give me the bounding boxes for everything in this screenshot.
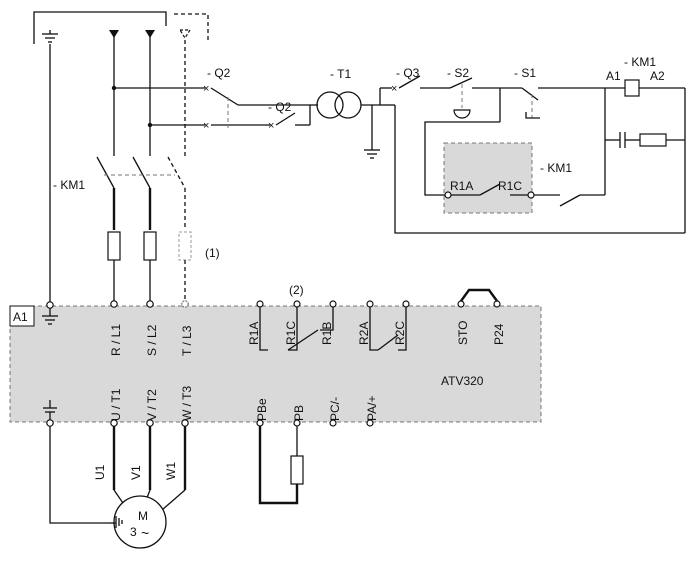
phase-l3-optional — [167, 29, 192, 301]
motor-m-label: M — [138, 509, 148, 523]
r1a-ext-label: R1A — [450, 179, 473, 193]
w1-label: W1 — [164, 462, 178, 480]
pe-ground-line — [42, 30, 58, 302]
relay-terminals — [256, 300, 410, 351]
r1-loop-left — [424, 121, 500, 196]
phase-l2 — [132, 30, 157, 301]
q2-breaker-top: × — [114, 83, 310, 106]
r1-relay-box — [443, 142, 533, 214]
braking-resistor — [258, 426, 304, 505]
motor-phase-label: 3 — [130, 525, 137, 539]
motor-m — [110, 495, 167, 549]
terminal-u — [110, 419, 118, 427]
phase-l1 — [96, 30, 121, 301]
label-v-t2: V / T2 — [145, 389, 159, 421]
km1-coil-label: - KM1 — [624, 55, 656, 69]
terminal-l2 — [146, 300, 154, 308]
label-s-l2: S / L2 — [145, 324, 159, 356]
svg-text:×: × — [391, 83, 397, 95]
terminal-v — [146, 419, 154, 427]
terminal-pc — [329, 419, 337, 427]
svg-text:×: × — [203, 83, 209, 95]
label-r1c: R1C — [284, 321, 298, 345]
label-pa: PA/+ — [365, 396, 379, 421]
label-pb: PB — [292, 405, 306, 421]
svg-text:×: × — [203, 120, 209, 132]
t1-label: - T1 — [330, 67, 351, 81]
a1-box-tag — [9, 305, 35, 327]
terminal-pb — [293, 419, 301, 427]
label-r1b: R1B — [320, 322, 334, 345]
km1-main-label: - KM1 — [53, 178, 85, 192]
q2-bottom-label: - Q2 — [268, 100, 292, 114]
km1-hold-contact — [534, 194, 605, 207]
note-1-label: (1) — [205, 246, 220, 260]
control-return-wire — [394, 105, 685, 234]
r1c-ext-label: R1C — [498, 179, 522, 193]
drive-ground-symbol-top — [42, 308, 58, 325]
label-sto: STO — [456, 321, 470, 345]
label-r2c: R2C — [393, 321, 407, 345]
terminal-pa — [366, 419, 374, 427]
pe-terminal-bottom — [46, 419, 54, 427]
label-u-t1: U / T1 — [109, 388, 123, 421]
r1-relay-contact — [440, 183, 535, 199]
terminal-pbe — [256, 419, 264, 427]
km1-coil — [605, 79, 686, 233]
q3-breaker: × — [379, 75, 440, 105]
label-pc: PC/- — [328, 397, 342, 421]
note-2-label: (2) — [289, 283, 304, 297]
motor-ac-label: ~ — [141, 525, 149, 541]
u1-label: U1 — [93, 464, 107, 480]
sto-p24-jumper — [457, 288, 501, 308]
label-r2a: R2A — [357, 322, 371, 345]
v1-label: V1 — [129, 465, 143, 480]
label-r-l1: R / L1 — [109, 324, 123, 356]
s1-start-button — [500, 87, 605, 119]
drive-model-label: ATV320 — [441, 374, 484, 388]
s1-label: - S1 — [514, 66, 536, 80]
coil-a2-label: A2 — [650, 69, 665, 83]
a1-box-label: A1 — [13, 310, 28, 324]
terminal-l3 — [181, 300, 189, 308]
q3-label: - Q3 — [396, 66, 420, 80]
q2-top-label: - Q2 — [207, 66, 231, 80]
km1-contact-label: - KM1 — [540, 161, 572, 175]
s2-label: - S2 — [447, 66, 469, 80]
label-pbe: PBe — [255, 398, 269, 421]
q2-breaker-bottom: × × — [150, 105, 311, 132]
transformer-t1 — [310, 91, 380, 159]
supply-bracket-dashed — [174, 13, 209, 42]
terminal-l1 — [110, 300, 118, 308]
label-t-l3: T / L3 — [180, 325, 194, 356]
rc-suppressor — [604, 88, 685, 195]
coil-a1-label: A1 — [606, 69, 621, 83]
pe-motor-wire — [49, 426, 110, 524]
label-w-t3: W / T3 — [180, 386, 194, 421]
drive-box — [9, 305, 542, 423]
svg-text:×: × — [268, 120, 274, 132]
s2-emergency-stop — [440, 77, 500, 119]
pe-terminal-top — [46, 301, 54, 309]
terminal-w — [181, 419, 189, 427]
supply-bracket — [33, 11, 167, 44]
label-p24: P24 — [492, 323, 506, 345]
label-r1a: R1A — [247, 322, 261, 345]
drive-ground-symbol-bottom — [43, 400, 57, 420]
